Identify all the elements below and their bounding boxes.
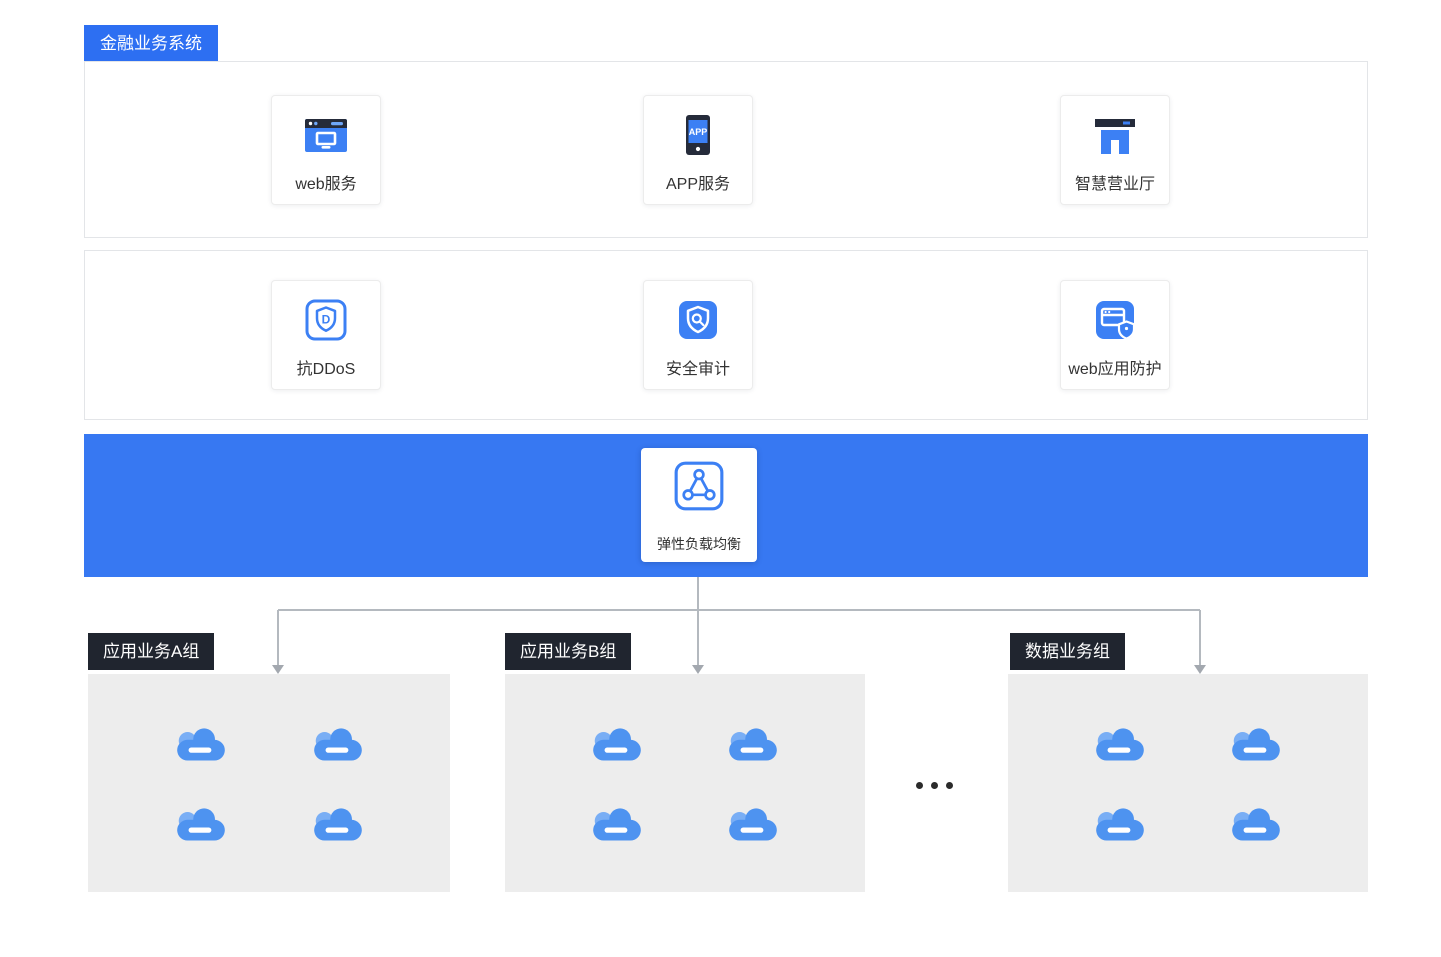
group-label-text: 数据业务组 [1025,642,1110,661]
group-a-box [88,674,450,892]
service-card-label: 智慧营业厅 [1074,176,1155,193]
cloud-server-icon [1091,807,1149,845]
elastic-load-balance-icon [672,457,726,515]
data-group-box [1008,674,1368,892]
security-card-ddos: D 抗DDoS [271,280,381,390]
app-service-icon: APP [674,109,722,161]
security-card-label: web应用防护 [1068,361,1162,378]
elb-label: 弹性负载均衡 [657,536,741,552]
security-card-label: 抗DDoS [296,361,356,378]
web-app-firewall-icon [1091,294,1139,346]
security-panel: D 抗DDoS 安全审计 [84,250,1368,420]
elb-banner: 弹性负载均衡 [84,434,1368,577]
cloud-server-icon [724,807,782,845]
flow-arrows [272,665,1206,674]
services-panel: web服务 APP APP服务 [84,61,1368,238]
security-card-audit: 安全审计 [643,280,753,390]
cloud-server-icon [172,727,230,765]
data-group-label: 数据业务组 [1010,633,1125,670]
security-audit-icon [674,294,722,346]
svg-text:APP: APP [689,127,708,137]
cloud-server-icon [172,807,230,845]
system-title: 金融业务系统 [100,34,202,53]
service-card-hall: 智慧营业厅 [1060,95,1170,205]
group-label-text: 应用业务B组 [520,642,617,661]
smart-hall-icon [1091,109,1139,161]
security-card-waf: web应用防护 [1060,280,1170,390]
cloud-server-icon [309,727,367,765]
service-card-label: APP服务 [665,176,731,193]
cloud-server-icon [588,727,646,765]
svg-text:D: D [322,313,331,327]
cloud-server-icon [724,727,782,765]
anti-ddos-icon: D [302,294,350,346]
connector-lines [272,577,1206,674]
elb-card: 弹性负载均衡 [641,448,757,562]
web-service-icon [302,109,350,161]
cloud-server-icon [588,807,646,845]
cloud-server-icon [309,807,367,845]
group-b-label: 应用业务B组 [505,633,632,670]
group-label-text: 应用业务A组 [103,642,200,661]
service-card-label: web服务 [295,176,357,193]
group-b-box [505,674,865,892]
service-card-app: APP APP服务 [643,95,753,205]
security-card-label: 安全审计 [665,361,730,378]
ellipsis-dots [916,782,953,789]
cloud-server-icon [1227,727,1285,765]
cloud-server-icon [1227,807,1285,845]
service-card-web: web服务 [271,95,381,205]
system-title-badge: 金融业务系统 [84,25,218,62]
cloud-server-icon [1091,727,1149,765]
flow-lines [277,577,1201,666]
group-a-label: 应用业务A组 [88,633,215,670]
